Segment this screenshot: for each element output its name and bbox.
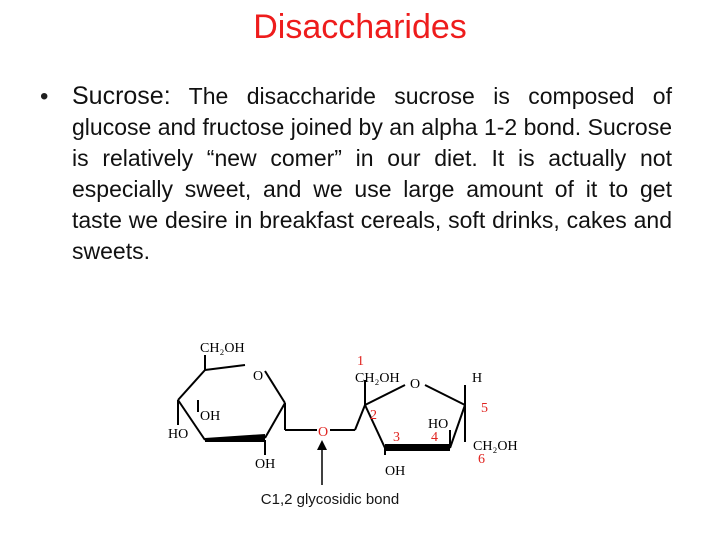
fructose-h-label: H <box>472 371 482 386</box>
glucose-ho-c4-label: HO <box>168 427 188 442</box>
carbon-number-6: 6 <box>478 452 485 467</box>
bullet-marker: • <box>40 83 49 110</box>
fructose-ch2oh-c6-label: CH₂OH <box>473 439 518 454</box>
slide-title: Disaccharides <box>253 8 467 46</box>
carbon-number-5: 5 <box>481 401 488 416</box>
fructose-ho-label: HO <box>428 417 448 432</box>
bullet-paragraph: Sucrose: The disaccharide sucrose is com… <box>72 81 672 267</box>
glycosidic-bond-caption: C1,2 glycosidic bond <box>260 491 400 508</box>
carbon-number-1: 1 <box>357 354 364 369</box>
fructose-ring-oxygen: O <box>410 377 420 392</box>
bullet-term: Sucrose: <box>72 82 171 110</box>
glycosidic-bond-arrow <box>317 440 327 485</box>
sucrose-structure-diagram: CH₂OH O OH HO OH O CH₂OH O H HO OH CH₂OH… <box>168 341 518 485</box>
fructose-ring <box>354 380 466 455</box>
fructose-ch2oh-c1-label: CH₂OH <box>355 371 400 386</box>
glycosidic-oxygen: O <box>318 425 328 440</box>
glucose-ring-oxygen: O <box>253 369 263 384</box>
glucose-ring <box>177 355 355 455</box>
carbon-number-4: 4 <box>431 430 438 445</box>
glucose-oh-c2-label: OH <box>255 457 275 472</box>
glucose-oh-c4-label: OH <box>200 409 220 424</box>
glucose-ch2oh-label: CH₂OH <box>200 341 245 356</box>
carbon-number-2: 2 <box>370 408 377 423</box>
bullet-body-text: The disaccharide sucrose is composed of … <box>72 83 672 264</box>
carbon-number-3: 3 <box>393 430 400 445</box>
fructose-oh-label: OH <box>385 464 405 479</box>
